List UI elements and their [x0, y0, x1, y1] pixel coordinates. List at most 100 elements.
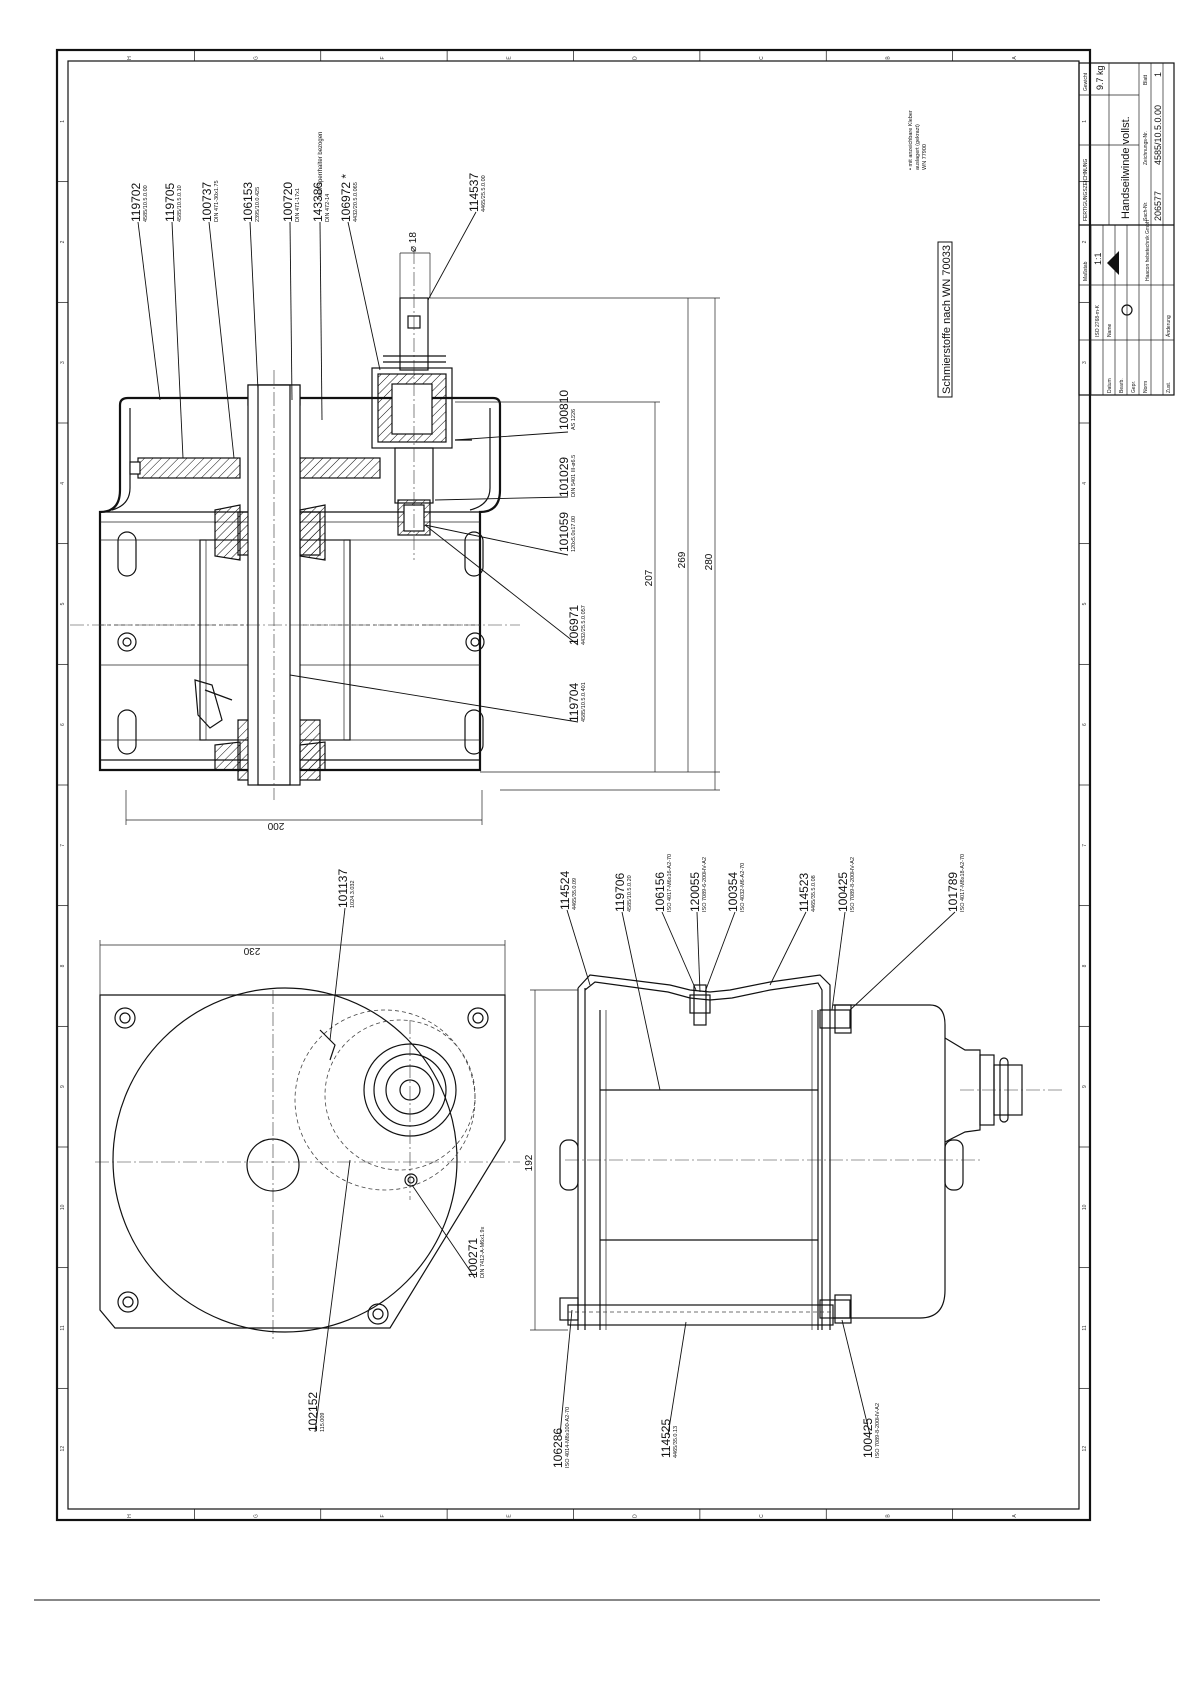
tb-state-label: Zust.: [1166, 382, 1172, 393]
tb-weight: 9.7 kg: [1095, 65, 1105, 90]
tb-scale: 1:1: [1093, 252, 1103, 265]
grid-letter: F: [380, 1514, 386, 1517]
part-spec: 4432/20.5.0.065: [353, 182, 359, 222]
grid-letter: A: [1012, 1514, 1018, 1518]
paint-note-1: • mit anzeichbare Kleber: [908, 110, 914, 170]
part-number: 106971: [567, 605, 581, 645]
part-spec: DIN 5401 III-ø6.5: [571, 455, 577, 497]
part-number: 100720: [281, 182, 295, 222]
grid-number: 4: [60, 482, 66, 485]
part-number: 119704: [567, 683, 581, 722]
part-spec: ISO 7089-8-200HV-A2: [850, 857, 856, 912]
tb-scale-label: Maßstab: [1083, 261, 1089, 281]
part-spec: 4585/10.5.0.20: [627, 875, 633, 912]
dim-230: 230: [243, 945, 260, 956]
part-number: 114523: [797, 873, 811, 912]
grid-letter: G: [254, 1514, 260, 1518]
grid-number: 2: [60, 240, 66, 243]
grid-number: 1: [60, 120, 66, 123]
part-number: 120055: [688, 872, 702, 912]
dim-18: ⌀ 18: [408, 232, 419, 252]
tb-edited-label: Bearb.: [1119, 378, 1125, 393]
part-spec: 4585/10.5.0.00: [143, 185, 149, 222]
grid-letter: C: [759, 56, 765, 60]
part-label: 106972 *4432/20.5.0.065: [339, 174, 359, 222]
part-spec: 4585/10.5.0.401: [581, 682, 587, 722]
tb-standard: ISO 2768-m-K: [1095, 304, 1101, 337]
grid-number: 11: [60, 1325, 66, 1330]
grid-letter: H: [127, 56, 133, 60]
grid-number: 12: [1082, 1446, 1088, 1452]
projection-symbol: [1121, 304, 1133, 316]
side-view: 230: [95, 940, 520, 1340]
part-number: 100271: [466, 1238, 480, 1278]
part-number: 101059: [557, 512, 571, 552]
part-spec: DIN 472-14: [325, 194, 331, 222]
grid-letter: F: [380, 56, 386, 59]
tb-date-label: Datum: [1107, 378, 1113, 393]
tb-name-label: Name: [1107, 323, 1113, 337]
part-spec: DIN 471-30x1.75: [214, 180, 220, 222]
part-number: 100354: [726, 872, 740, 912]
tb-drawing-number: 4585/10.5.0.00: [1153, 105, 1163, 165]
part-spec: 120x5.0x17.00: [571, 516, 577, 552]
tb-article: 206577: [1153, 191, 1163, 221]
part-spec: DIN 471-17x1: [295, 188, 301, 222]
tb-change-label: Änderung: [1165, 315, 1172, 337]
title-block: FERTIGUNGSZEICHNUNG Gewicht 9.7 kg Maßst…: [1078, 62, 1175, 396]
part-number: 119706: [613, 873, 627, 912]
tb-drawing-label: Zeichnungs-Nr.: [1143, 131, 1149, 165]
part-number: 106286: [551, 1428, 565, 1468]
part-number: 100810: [557, 390, 571, 430]
part-number: 101029: [557, 457, 571, 497]
part-spec: AS 1226: [571, 409, 577, 430]
company-logo: [1107, 251, 1119, 275]
grid-letter: C: [759, 1514, 765, 1518]
part-spec: 4585/10.5.0.10: [177, 185, 183, 222]
part-spec: 1024.3.032: [350, 880, 356, 908]
part-number: 106153: [241, 182, 255, 222]
grid-number: 7: [60, 844, 66, 847]
tb-checked-label: Gepr.: [1131, 381, 1137, 393]
grid-number: 1: [1082, 120, 1088, 123]
tb-owner: Haacon hebetechnik GmbH: [1145, 219, 1151, 281]
grid-letter: E: [506, 1514, 512, 1518]
part-number: 143386: [311, 182, 325, 222]
part-spec: 4465/35.0.13: [673, 1426, 679, 1458]
part-number: 114524: [558, 871, 572, 910]
paint-note-3: WN 77900: [922, 144, 928, 170]
part-spec: 4465/35.5.0.08: [811, 875, 817, 912]
part-number: 114525: [659, 1419, 673, 1458]
grid-number: 3: [60, 361, 66, 364]
grid-number: 2: [1082, 240, 1088, 243]
dim-207: 207: [644, 569, 655, 586]
notes: Schmierstoffe nach WN 70033 * auf Sperrh…: [318, 110, 953, 398]
part-spec: ISO 4017-M6x16-A2-70: [667, 854, 673, 912]
grid-number: 11: [1082, 1325, 1088, 1330]
tb-article-label: Sach-Nr.: [1143, 202, 1149, 221]
part-number: 114537: [467, 173, 481, 212]
grid-number: 8: [60, 964, 66, 967]
part-number: 119702: [129, 183, 143, 222]
part-number: 106972 *: [339, 174, 353, 222]
part-number: 101137: [336, 869, 350, 908]
